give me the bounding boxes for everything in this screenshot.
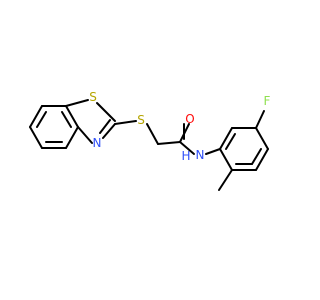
bond [29, 126, 43, 149]
bond [65, 99, 89, 107]
bond [114, 120, 137, 125]
bond [65, 105, 79, 128]
bond [29, 105, 43, 128]
bond [157, 141, 181, 145]
bond [146, 123, 159, 145]
amide-hydrogen-label: H [181, 149, 190, 163]
bond-double-inner [251, 148, 262, 165]
bond [255, 110, 265, 129]
nitrogen-ring-label: N [93, 136, 102, 150]
bond-double-inner [36, 111, 47, 128]
sulfur-ring-label: S [89, 90, 97, 104]
bond [96, 102, 116, 122]
aryl-ring [218, 110, 269, 191]
side-chain [114, 120, 221, 155]
oxygen-label: O [185, 112, 194, 126]
sulfur-thioether-label: S [137, 113, 145, 127]
amide-nitrogen-label: N [196, 148, 205, 162]
methyl-bond [218, 169, 233, 191]
bond [77, 126, 93, 144]
bond [219, 148, 233, 171]
bond [255, 148, 269, 171]
bond [179, 141, 195, 155]
atom-labels: S N S O N H F [89, 90, 270, 163]
benzo-ring [29, 105, 79, 149]
bond-double-inner [99, 119, 111, 134]
bond-double-inner [225, 133, 236, 150]
bond [205, 148, 221, 155]
fluorine-label: F [264, 94, 271, 108]
thiazole-ring [65, 99, 116, 144]
structure-canvas: S N S O N H F [29, 90, 271, 191]
bond [102, 123, 116, 139]
molecule-drawing: S N S O N H F [29, 90, 271, 191]
bond-double-inner [61, 111, 72, 128]
bond [65, 126, 79, 149]
bond [255, 127, 269, 150]
bond [219, 127, 233, 150]
